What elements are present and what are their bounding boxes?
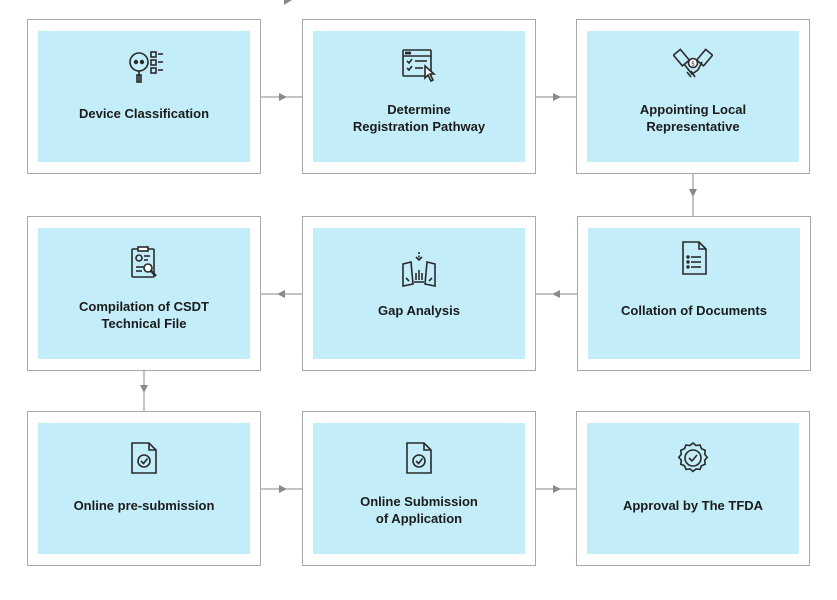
step-box-fill: Approval by The TFDA: [587, 423, 799, 554]
step-box-fill: Online Submission of Application: [313, 423, 525, 554]
step-box-fill: Gap Analysis: [313, 228, 525, 359]
connector-arrow-3-4: [687, 174, 699, 216]
step-box-fill: $ Appointing Local Representative: [587, 31, 799, 162]
step-compilation-of-csdt-technical-file: Compilation of CSDT Technical File: [27, 216, 261, 371]
svg-text:$: $: [691, 61, 695, 68]
step-label: Collation of Documents: [621, 303, 767, 318]
connector-arrow-6-7: [138, 371, 150, 411]
step-label: Approval by The TFDA: [622, 498, 764, 513]
report-magnifier-icon: [124, 243, 164, 283]
badge-check-icon: [673, 438, 713, 478]
step-label: Online pre-submission: [73, 498, 215, 513]
step-box-fill: Online pre-submission: [38, 423, 250, 554]
step-label: Appointing Local Representative: [639, 102, 747, 134]
step-box-fill: Device Classification: [38, 31, 250, 162]
document-check-icon: [124, 438, 164, 478]
step-gap-analysis: Gap Analysis: [302, 216, 536, 371]
step-appointing-local-representative: $ Appointing Local Representative: [576, 19, 810, 174]
document-list-icon: [674, 238, 714, 278]
handshake-icon: $: [673, 46, 713, 86]
step-box-fill: Determine Registration Pathway: [313, 31, 525, 162]
step-device-classification: Device Classification: [27, 19, 261, 174]
connector-arrow-7-8: [261, 483, 302, 495]
magnifier-list-icon: [124, 46, 164, 86]
step-label: Gap Analysis: [378, 303, 460, 318]
step-approval-by-the-tfda: Approval by The TFDA: [576, 411, 810, 566]
document-check-icon: [399, 438, 439, 478]
step-collation-of-documents: Collation of Documents: [577, 216, 811, 371]
step-label: Online Submission of Application: [360, 494, 478, 526]
connector-arrow-1-2: [261, 91, 302, 103]
step-determine-registration-pathway: Determine Registration Pathway: [302, 19, 536, 174]
connector-arrow-8-9: [536, 483, 576, 495]
step-box-fill: Compilation of CSDT Technical File: [38, 228, 250, 359]
connector-arrow-4-5: [536, 288, 577, 300]
incoming-connector-arrow: [284, 0, 296, 6]
browser-checklist-cursor-icon: [399, 46, 439, 86]
gap-analysis-icon: [399, 250, 439, 290]
connector-arrow-2-3: [536, 91, 576, 103]
connector-arrow-5-6: [261, 288, 302, 300]
step-label: Determine Registration Pathway: [352, 102, 486, 134]
step-label: Device Classification: [78, 106, 210, 121]
step-label: Compilation of CSDT Technical File: [79, 299, 209, 331]
step-online-submission-of-application: Online Submission of Application: [302, 411, 536, 566]
step-box-fill: Collation of Documents: [588, 228, 800, 359]
step-online-pre-submission: Online pre-submission: [27, 411, 261, 566]
